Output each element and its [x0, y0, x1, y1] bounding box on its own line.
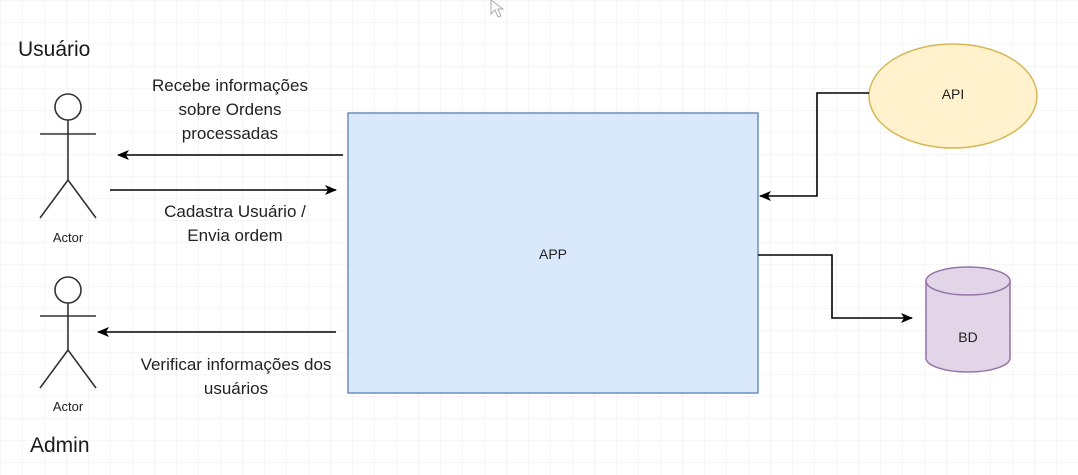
edge-app-to-bd[interactable]: [758, 254, 913, 323]
db-cylinder[interactable]: [925, 266, 1011, 373]
mouse-cursor-icon: [490, 0, 505, 18]
api-label: API: [941, 86, 965, 102]
edge-api-to-app[interactable]: [759, 92, 869, 201]
edge-label-recebe: Recebe informações sobre Ordens processa…: [152, 76, 308, 143]
edge-label-cadastra: Cadastra Usuário / Envia ordem: [164, 202, 306, 245]
app-label: APP: [538, 246, 567, 262]
app-box[interactable]: [347, 112, 759, 394]
api-ellipse[interactable]: [868, 43, 1038, 149]
actor-caption-usuario: Actor: [52, 230, 84, 245]
actor-role-usuario: Usuário: [18, 38, 91, 61]
edge-label-verificar: Verificar informações dos usuários: [140, 355, 332, 398]
actor-caption-admin: Actor: [52, 399, 84, 414]
actor-admin-figure[interactable]: [39, 276, 97, 389]
actor-role-admin: Admin: [30, 434, 90, 457]
db-label: BD: [958, 329, 978, 345]
actor-usuario-figure[interactable]: [39, 93, 97, 219]
